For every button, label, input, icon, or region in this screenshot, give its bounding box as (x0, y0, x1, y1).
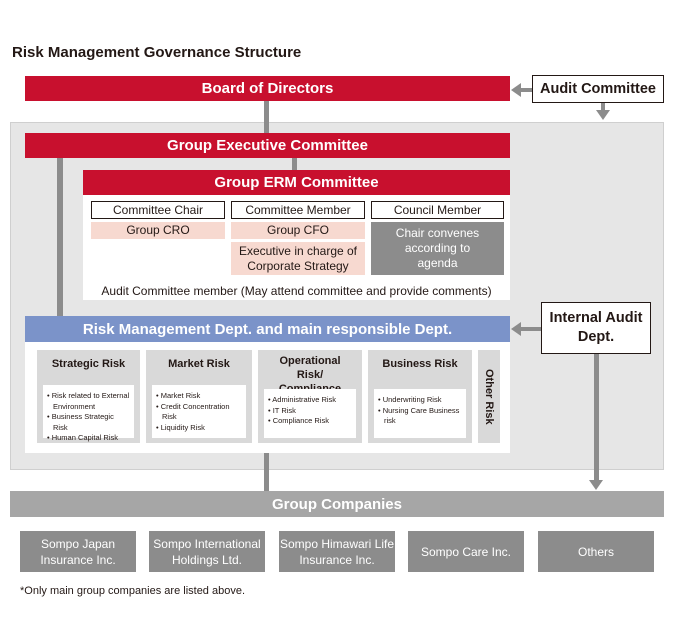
risk-item: • Market Risk (156, 391, 201, 400)
group-erm-committee: Group ERM Committee (83, 170, 510, 195)
connector-line (264, 101, 269, 133)
executive-corporate-strategy: Executive in charge of Corporate Strateg… (231, 242, 365, 275)
role-council-member: Council Member (371, 201, 504, 219)
connector-line (601, 103, 605, 111)
company-others: Others (538, 531, 654, 572)
role-committee-member: Committee Member (231, 201, 365, 219)
audit-committee-note: Audit Committee member (May attend commi… (101, 284, 492, 298)
risk-management-dept: Risk Management Dept. and main responsib… (25, 316, 510, 342)
audit-committee: Audit Committee (532, 75, 664, 103)
risk-column-strategic: Strategic Risk • Risk related to Externa… (37, 350, 140, 443)
page-title: Risk Management Governance Structure (12, 44, 302, 61)
other-risk: Other Risk (478, 350, 500, 443)
role-committee-chair: Committee Chair (91, 201, 225, 219)
internal-audit-dept: Internal Audit Dept. (541, 302, 651, 354)
connector-line (57, 158, 63, 316)
risk-item: • IT Risk (268, 405, 296, 415)
risk-item: • Nursing Care Business risk (378, 405, 460, 426)
risk-item: • Administrative Risk (268, 395, 337, 404)
group-cfo: Group CFO (231, 222, 365, 239)
group-executive-committee: Group Executive Committee (25, 133, 510, 158)
arrow-left-icon (511, 83, 521, 97)
company-sompo-care: Sompo Care Inc. (408, 531, 524, 572)
risk-item: • Compliance Risk (268, 416, 329, 425)
footnote: *Only main group companies are listed ab… (20, 585, 246, 597)
group-companies: Group Companies (10, 491, 664, 517)
risk-items: • Risk related to External Environment •… (43, 385, 134, 442)
arrow-down-icon (596, 110, 610, 120)
chair-convenes: Chair convenes according to agenda (371, 222, 504, 275)
risk-item: • Credit Concentration Risk (156, 401, 230, 422)
risk-title: Strategic Risk (51, 358, 126, 370)
connector-line (594, 354, 599, 481)
board-of-directors: Board of Directors (25, 76, 510, 101)
risk-items: • Underwriting Risk • Nursing Care Busin… (374, 389, 466, 438)
group-cro: Group CRO (91, 222, 225, 239)
connector-line (292, 158, 297, 170)
arrow-down-icon (589, 480, 603, 490)
connector-line (264, 453, 269, 491)
risk-item: • Human Capital Risk (47, 433, 118, 442)
risk-column-business: Business Risk • Underwriting Risk • Nurs… (368, 350, 472, 443)
risk-item: • Business Strategic Risk (47, 412, 114, 432)
risk-title: Business Risk (382, 358, 458, 370)
company-sompo-international: Sompo International Holdings Ltd. (149, 531, 265, 572)
company-sompo-himawari: Sompo Himawari Life Insurance Inc. (279, 531, 395, 572)
risk-item: • Risk related to External Environment (47, 391, 130, 411)
risk-items: • Administrative Risk • IT Risk • Compli… (264, 389, 356, 438)
risk-column-operational: Operational Risk/ Compliance Risk • Admi… (258, 350, 362, 443)
connector-line (521, 88, 532, 92)
risk-column-market: Market Risk • Market Risk • Credit Conce… (146, 350, 252, 443)
risk-item: • Underwriting Risk (378, 395, 442, 404)
connector-line (521, 327, 541, 331)
risk-item: • Liquidity Risk (156, 422, 205, 432)
risk-items: • Market Risk • Credit Concentration Ris… (152, 385, 246, 438)
other-risk-label: Other Risk (483, 368, 495, 425)
company-sompo-japan: Sompo Japan Insurance Inc. (20, 531, 136, 572)
risk-title: Market Risk (168, 358, 230, 370)
arrow-left-icon (511, 322, 521, 336)
